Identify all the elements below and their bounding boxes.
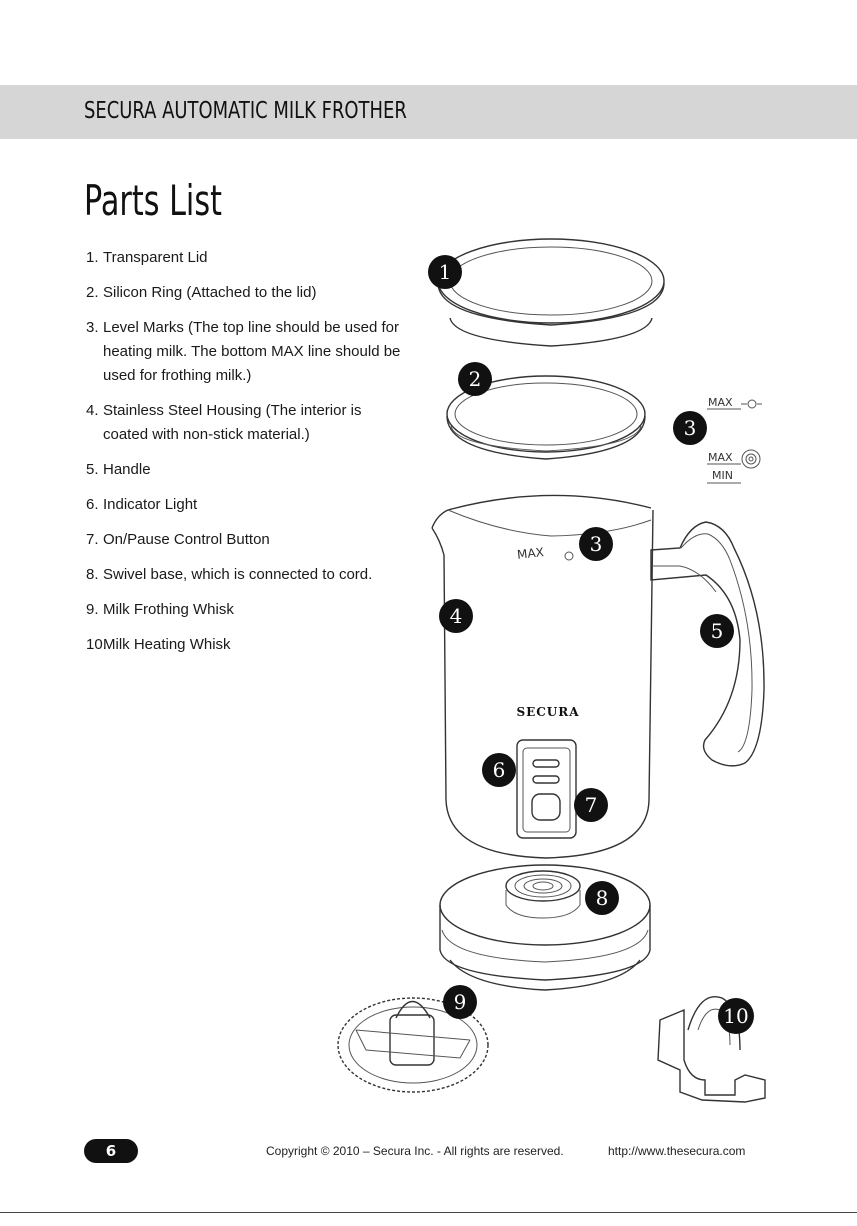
svg-text:3: 3 — [590, 532, 603, 556]
callout-8: 8 — [585, 881, 619, 915]
item-text: Stainless Steel Housing (The interior is… — [103, 402, 362, 443]
item-text: Silicon Ring (Attached to the lid) — [103, 284, 317, 301]
item-text: Swivel base, which is connected to cord. — [103, 566, 373, 583]
max-mark-label: MAX — [708, 396, 733, 409]
svg-text:3: 3 — [684, 416, 697, 440]
swivel-base-illustration — [439, 864, 651, 991]
item-number: 10. — [86, 636, 107, 653]
svg-text:8: 8 — [596, 886, 609, 910]
callout-5: 5 — [700, 614, 734, 648]
list-item: 5.Handle — [86, 458, 406, 482]
page-number-badge: 6 — [84, 1139, 138, 1163]
item-text: Level Marks (The top line should be used… — [103, 319, 401, 384]
svg-text:6: 6 — [493, 758, 506, 782]
callout-9: 9 — [443, 985, 477, 1019]
item-number: 1. — [86, 249, 99, 266]
item-text: Indicator Light — [103, 496, 198, 513]
list-item: 8.Swivel base, which is connected to cor… — [86, 563, 406, 587]
list-item: 10.Milk Heating Whisk — [86, 633, 406, 657]
callout-6: 6 — [482, 753, 516, 787]
item-number: 5. — [86, 461, 99, 478]
level-marks-detail: MAX MAX MIN — [707, 396, 762, 484]
list-item: 7.On/Pause Control Button — [86, 528, 406, 552]
min-mark-label: MIN — [712, 469, 733, 482]
callout-3-housing: 3 — [579, 527, 613, 561]
copyright-text: Copyright © 2010 – Secura Inc. - All rig… — [266, 1144, 564, 1158]
list-item: 2.Silicon Ring (Attached to the lid) — [86, 281, 406, 305]
header-band — [0, 85, 857, 139]
svg-text:4: 4 — [450, 604, 463, 628]
frothing-whisk-illustration — [337, 997, 489, 1093]
callout-1: 1 — [428, 255, 462, 289]
header-title: SECURA AUTOMATIC MILK FROTHER — [84, 98, 407, 124]
item-number: 7. — [86, 531, 99, 548]
handle-illustration — [650, 521, 765, 767]
svg-text:1: 1 — [439, 260, 452, 284]
housing-max-mark: MAX — [516, 545, 544, 562]
list-item: 1.Transparent Lid — [86, 246, 406, 270]
list-item: 4.Stainless Steel Housing (The interior … — [86, 399, 406, 447]
callout-4: 4 — [439, 599, 473, 633]
silicon-ring-illustration — [446, 375, 646, 460]
max-mark-label-2: MAX — [708, 451, 733, 464]
callout-7: 7 — [574, 788, 608, 822]
list-item: 3.Level Marks (The top line should be us… — [86, 316, 406, 388]
list-item: 9.Milk Frothing Whisk — [86, 598, 406, 622]
parts-list: 1.Transparent Lid 2.Silicon Ring (Attach… — [86, 246, 406, 668]
svg-text:5: 5 — [711, 619, 724, 643]
svg-text:7: 7 — [585, 793, 598, 817]
website-url[interactable]: http://www.thesecura.com — [608, 1144, 746, 1158]
svg-text:2: 2 — [469, 367, 482, 391]
callout-2: 2 — [458, 362, 492, 396]
transparent-lid-illustration — [437, 238, 665, 347]
item-number: 2. — [86, 284, 99, 301]
item-text: On/Pause Control Button — [103, 531, 270, 548]
callout-10: 10 — [718, 998, 754, 1034]
svg-text:10: 10 — [723, 1004, 748, 1028]
item-number: 4. — [86, 402, 99, 419]
callout-3-detail: 3 — [673, 411, 707, 445]
bottom-rule — [0, 1212, 857, 1213]
item-number: 9. — [86, 601, 99, 618]
item-text: Transparent Lid — [103, 249, 208, 266]
list-item: 6.Indicator Light — [86, 493, 406, 517]
section-title: Parts List — [84, 176, 222, 225]
housing-illustration: MAX SECURA — [431, 494, 654, 859]
item-text: Milk Frothing Whisk — [103, 601, 234, 618]
svg-text:9: 9 — [454, 990, 467, 1014]
item-text: Handle — [103, 461, 151, 478]
item-number: 8. — [86, 566, 99, 583]
item-number: 3. — [86, 319, 99, 336]
item-text: Milk Heating Whisk — [103, 636, 231, 653]
item-number: 6. — [86, 496, 99, 513]
brand-label: SECURA — [516, 705, 579, 719]
